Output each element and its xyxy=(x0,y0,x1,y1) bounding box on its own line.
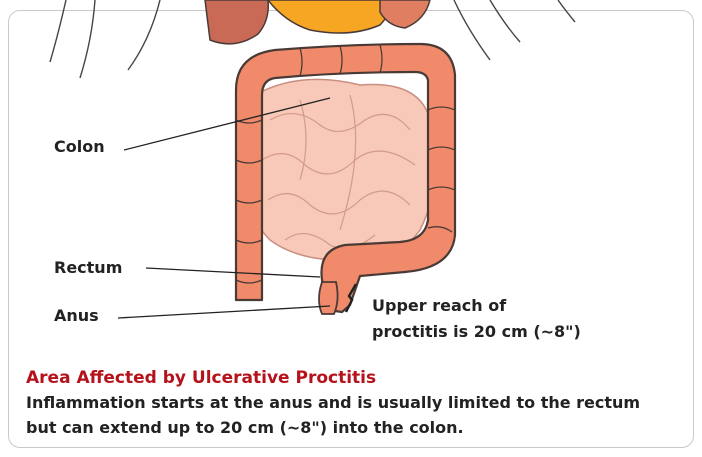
proctitis-note-line2: proctitis is 20 cm (~8") xyxy=(372,322,581,341)
rectum-label: Rectum xyxy=(54,258,122,277)
rectum-shape xyxy=(319,282,338,314)
stomach-shape xyxy=(268,0,388,33)
proctitis-note-line1: Upper reach of xyxy=(372,296,506,315)
caption-title: Area Affected by Ulcerative Proctitis xyxy=(26,368,376,388)
small-intestine xyxy=(244,79,436,260)
colon-label: Colon xyxy=(54,137,105,156)
anus-label: Anus xyxy=(54,306,99,325)
caption-body: Inflammation starts at the anus and is u… xyxy=(26,390,676,440)
